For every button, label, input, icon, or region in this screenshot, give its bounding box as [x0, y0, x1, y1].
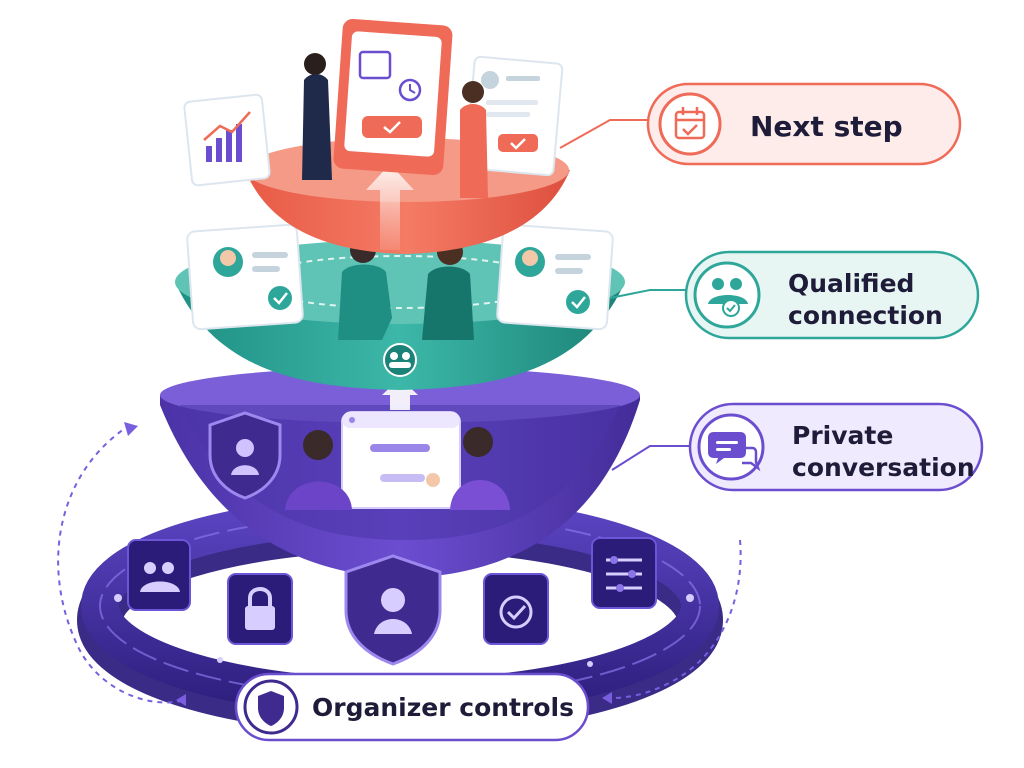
- callout-qualified-connection: Qualified connection: [684, 250, 980, 340]
- arrow-head-icon: [124, 422, 138, 436]
- chat-bubbles-icon: [708, 432, 761, 472]
- arrow-head-icon: [602, 692, 612, 704]
- callout-private-conversation: Private conversation: [688, 402, 984, 492]
- callout-next-step: Next step: [646, 82, 962, 166]
- ring-tiles: [127, 537, 657, 666]
- shield-user-icon: [344, 554, 442, 666]
- people-icon: [127, 539, 191, 611]
- shield-icon: [258, 691, 284, 726]
- arrow-head-icon: [176, 694, 186, 706]
- group-check-icon: [708, 278, 748, 317]
- next-step-label: Next step: [750, 110, 903, 143]
- connector-lines: [559, 119, 692, 471]
- lock-icon: [227, 573, 293, 645]
- tier-qualified-connection: [175, 223, 625, 390]
- tier-next-step: [183, 19, 570, 254]
- private-label-line1: Private: [792, 421, 893, 450]
- tier-private-conversation: [160, 367, 640, 578]
- cycle-arrows: [57, 424, 742, 704]
- qualified-label-line2: connection: [788, 301, 943, 330]
- private-label-line2: conversation: [792, 453, 975, 482]
- organizer-label: Organizer controls: [312, 693, 574, 722]
- sliders-icon: [591, 537, 657, 609]
- qualified-label-line1: Qualified: [788, 269, 914, 298]
- calendar-check-icon: [674, 107, 706, 140]
- check-icon: [483, 573, 549, 645]
- callout-organizer-controls: Organizer controls: [234, 672, 590, 742]
